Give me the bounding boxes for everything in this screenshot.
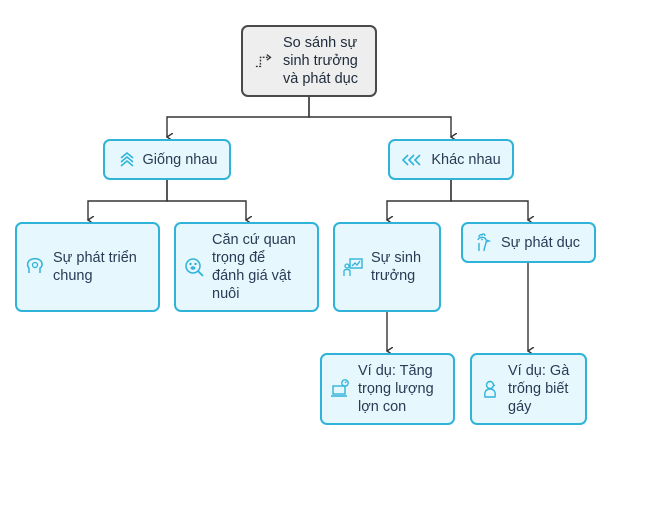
growth-example-node[interactable]: Ví dụ: Tăng trọng lượng lợn con bbox=[320, 353, 455, 425]
growth-presentation-icon bbox=[343, 257, 363, 277]
root-node[interactable]: So sánh sự sinh trưởng và phát dục bbox=[241, 25, 377, 97]
similar-label: Giống nhau bbox=[142, 151, 218, 168]
development-example-label: Ví dụ: Gà trống biết gáy bbox=[508, 363, 570, 415]
laptop-gauge-icon bbox=[330, 379, 350, 399]
development-node[interactable]: Sự phát dục bbox=[461, 222, 596, 263]
edge-different-development bbox=[450, 180, 528, 220]
edge-root-similar bbox=[167, 97, 310, 137]
chick-icon bbox=[480, 379, 500, 399]
different-node[interactable]: Khác nhau bbox=[388, 139, 514, 180]
general-development-label: Sự phát triển chung bbox=[53, 250, 137, 284]
evaluation-basis-node[interactable]: Căn cứ quan trọng để đánh giá vật nuôi bbox=[174, 222, 319, 312]
development-label: Sự phát dục bbox=[501, 234, 581, 251]
brain-head-icon bbox=[25, 257, 45, 277]
growth-example-label: Ví dụ: Tăng trọng lượng lợn con bbox=[358, 363, 434, 415]
edge-root-different bbox=[308, 97, 451, 137]
rooster-icon bbox=[473, 232, 493, 253]
chevrons-up-icon bbox=[117, 150, 137, 170]
root-label: So sánh sự sinh trưởng và phát dục bbox=[283, 35, 358, 87]
growth-node[interactable]: Sự sinh trưởng bbox=[333, 222, 441, 312]
edge-similar-basis bbox=[166, 180, 246, 220]
similar-node[interactable]: Giống nhau bbox=[103, 139, 231, 180]
growth-label: Sự sinh trưởng bbox=[371, 250, 422, 284]
paw-search-icon bbox=[184, 257, 204, 277]
route-arrow-icon bbox=[255, 51, 275, 71]
development-example-node[interactable]: Ví dụ: Gà trống biết gáy bbox=[470, 353, 587, 425]
edge-different-growth bbox=[387, 180, 452, 220]
chevrons-left-icon bbox=[401, 150, 425, 170]
evaluation-basis-label: Căn cứ quan trọng để đánh giá vật nuôi bbox=[212, 232, 296, 302]
different-label: Khác nhau bbox=[431, 151, 501, 168]
edge-similar-general bbox=[88, 180, 168, 220]
general-development-node[interactable]: Sự phát triển chung bbox=[15, 222, 160, 312]
